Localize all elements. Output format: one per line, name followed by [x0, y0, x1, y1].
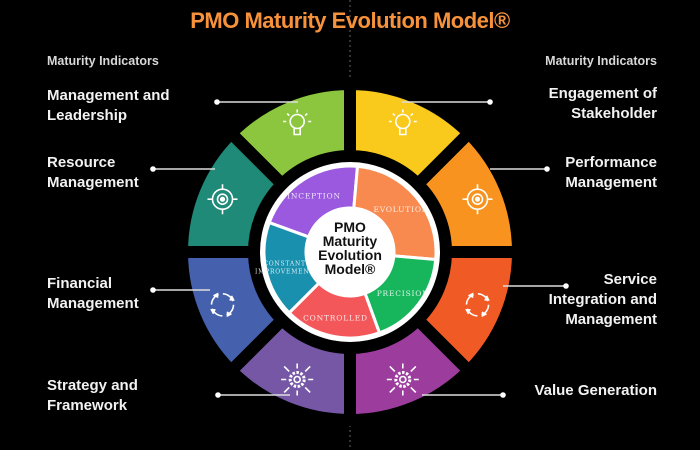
connector-dot	[150, 166, 156, 172]
lightbulb-icon	[388, 109, 417, 136]
cycle-icon	[465, 292, 490, 318]
connector-dot	[563, 283, 569, 289]
target-icon	[462, 184, 493, 215]
page-title: PMO Maturity Evolution Model®	[190, 8, 510, 33]
connector-dot	[487, 99, 493, 105]
target-icon	[207, 184, 238, 215]
stage-label: PRECISION	[377, 289, 430, 298]
connector-dot	[214, 99, 220, 105]
connector-dot	[215, 392, 221, 398]
center-title-line: Evolution	[318, 247, 382, 263]
stage-label: EVOLUTION	[373, 205, 429, 214]
indicator-sector-8	[222, 77, 356, 193]
stage-label: CONSTANT	[263, 261, 306, 268]
connector-dot	[150, 287, 156, 293]
center-title-line: Maturity	[323, 233, 378, 249]
center-title-line: PMO	[334, 219, 366, 235]
lightbulb-icon	[283, 109, 312, 136]
cycle-icon	[210, 292, 235, 318]
stage-label: INCEPTION	[287, 191, 341, 200]
label-value-generation: Value Generation	[534, 382, 657, 399]
right-header: Maturity Indicators	[545, 54, 657, 68]
stage-label: CONTROLLED	[303, 313, 368, 322]
center-disc	[306, 208, 394, 296]
left-header: Maturity Indicators	[47, 54, 159, 68]
gear-network-icon	[386, 363, 419, 396]
connector-dot	[544, 166, 550, 172]
stage-label: IMPROVEMENT	[255, 269, 314, 276]
gear-network-icon	[281, 363, 314, 396]
connector-dot	[500, 392, 506, 398]
center-title-line: Model®	[325, 261, 376, 277]
